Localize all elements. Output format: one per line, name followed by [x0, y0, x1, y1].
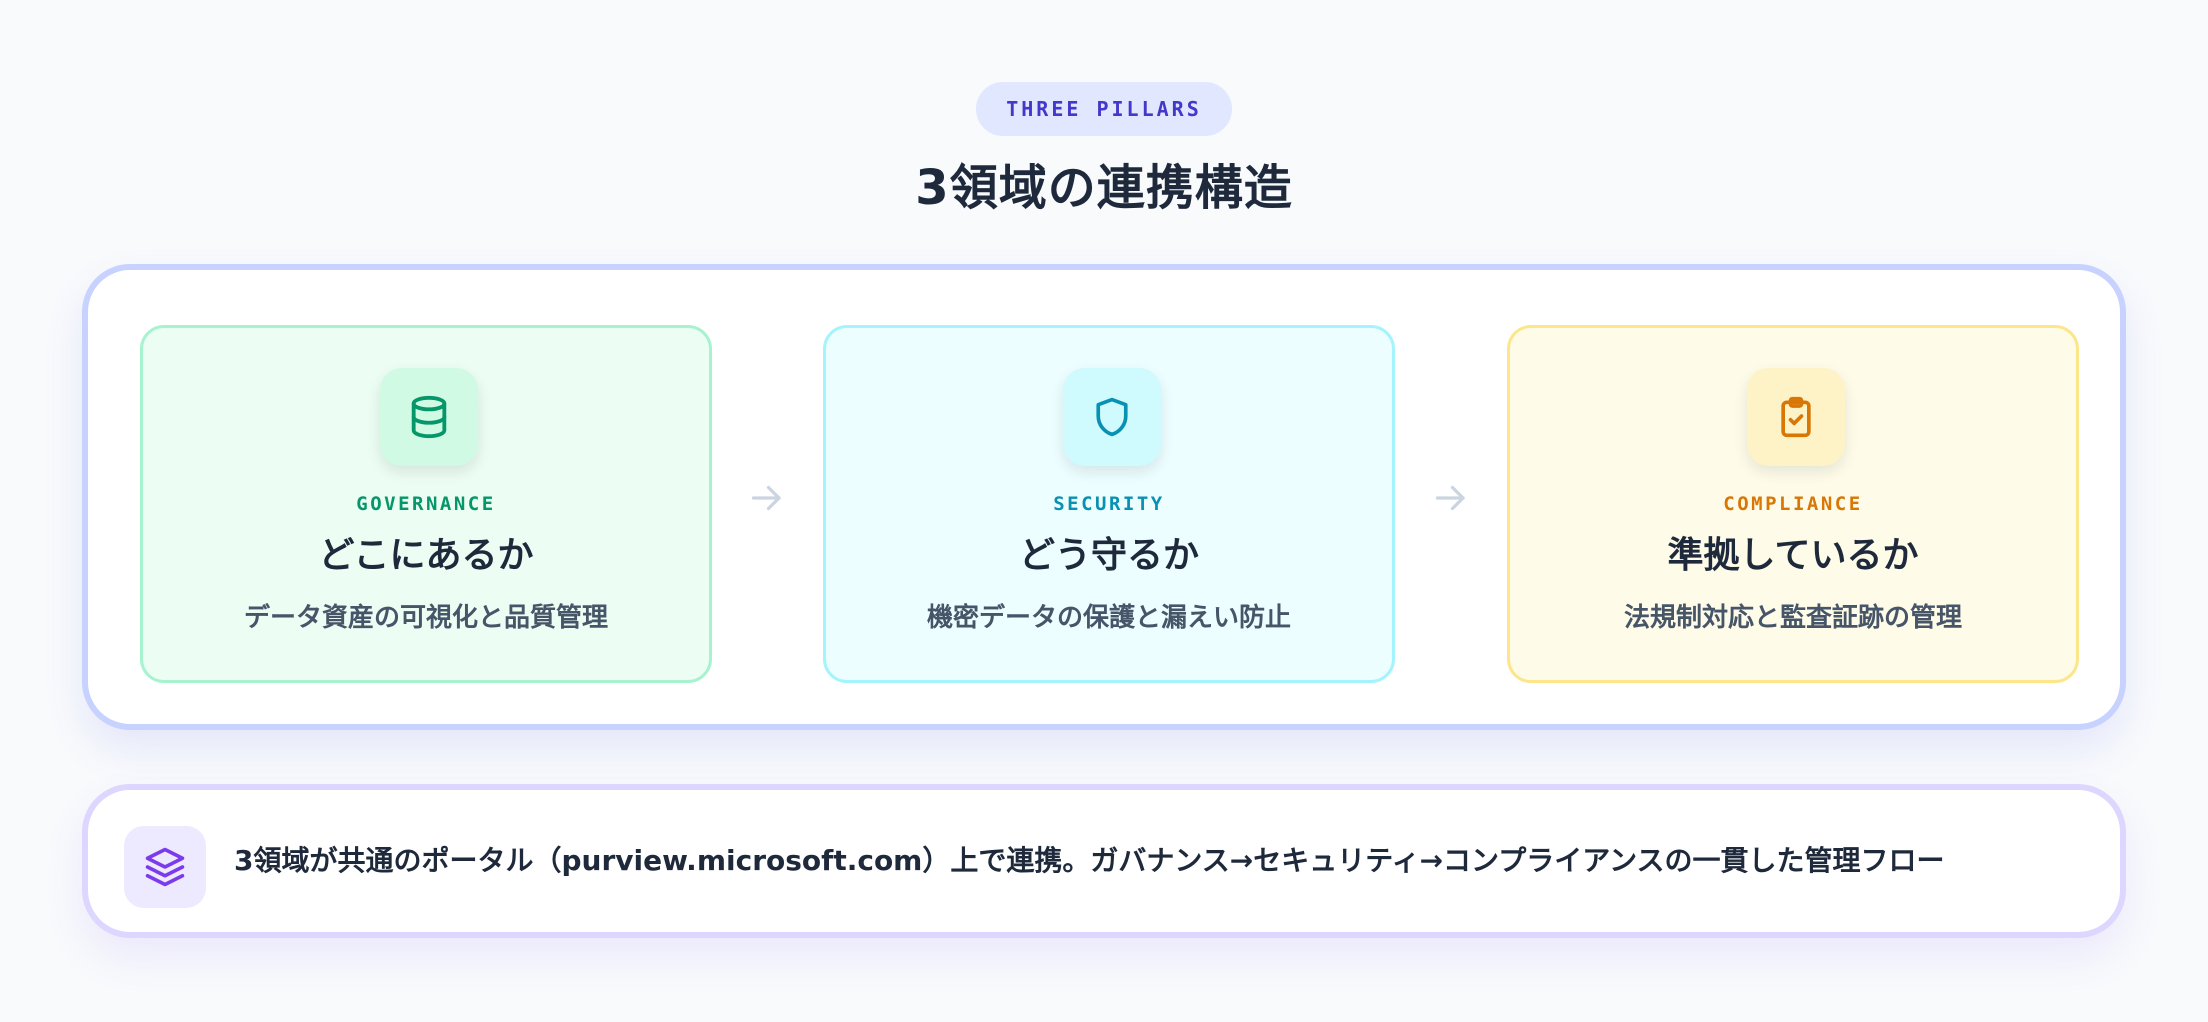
pillar-card-security: SECURITY どう守るか 機密データの保護と漏えい防止	[823, 325, 1395, 683]
eyebrow-badge: THREE PILLARS	[976, 82, 1232, 136]
arrow-right-icon	[1435, 485, 1465, 511]
header: THREE PILLARS 3領域の連携構造	[0, 82, 2208, 224]
pillar-tag: SECURITY	[1053, 493, 1165, 515]
database-icon	[380, 368, 478, 466]
pillar-description: 法規制対応と監査証跡の管理	[1623, 603, 1962, 633]
pillar-heading: どう守るか	[1018, 535, 1199, 576]
pillar-heading: どこにあるか	[318, 535, 534, 576]
layers-icon	[124, 826, 206, 908]
summary-banner: 3領域が共通のポータル（purview.microsoft.com）上で連携。ガ…	[82, 784, 2126, 938]
pillar-heading: 準拠しているか	[1667, 535, 1919, 576]
page-title: 3領域の連携構造	[915, 160, 1293, 216]
pillar-description: 機密データの保護と漏えい防止	[926, 603, 1291, 633]
pillar-card-governance: GOVERNANCE どこにあるか データ資産の可視化と品質管理	[140, 325, 712, 683]
arrow-right-icon	[751, 485, 781, 511]
shield-icon	[1063, 368, 1161, 466]
pillar-card-compliance: COMPLIANCE 準拠しているか 法規制対応と監査証跡の管理	[1507, 325, 2079, 683]
summary-text: 3領域が共通のポータル（purview.microsoft.com）上で連携。ガ…	[234, 844, 1945, 877]
pillar-tag: COMPLIANCE	[1723, 493, 1863, 515]
pillar-tag: GOVERNANCE	[356, 493, 496, 515]
clipboard-check-icon	[1747, 368, 1845, 466]
pillars-panel: GOVERNANCE どこにあるか データ資産の可視化と品質管理 SECURIT…	[82, 264, 2126, 730]
pillar-description: データ資産の可視化と品質管理	[243, 603, 608, 633]
